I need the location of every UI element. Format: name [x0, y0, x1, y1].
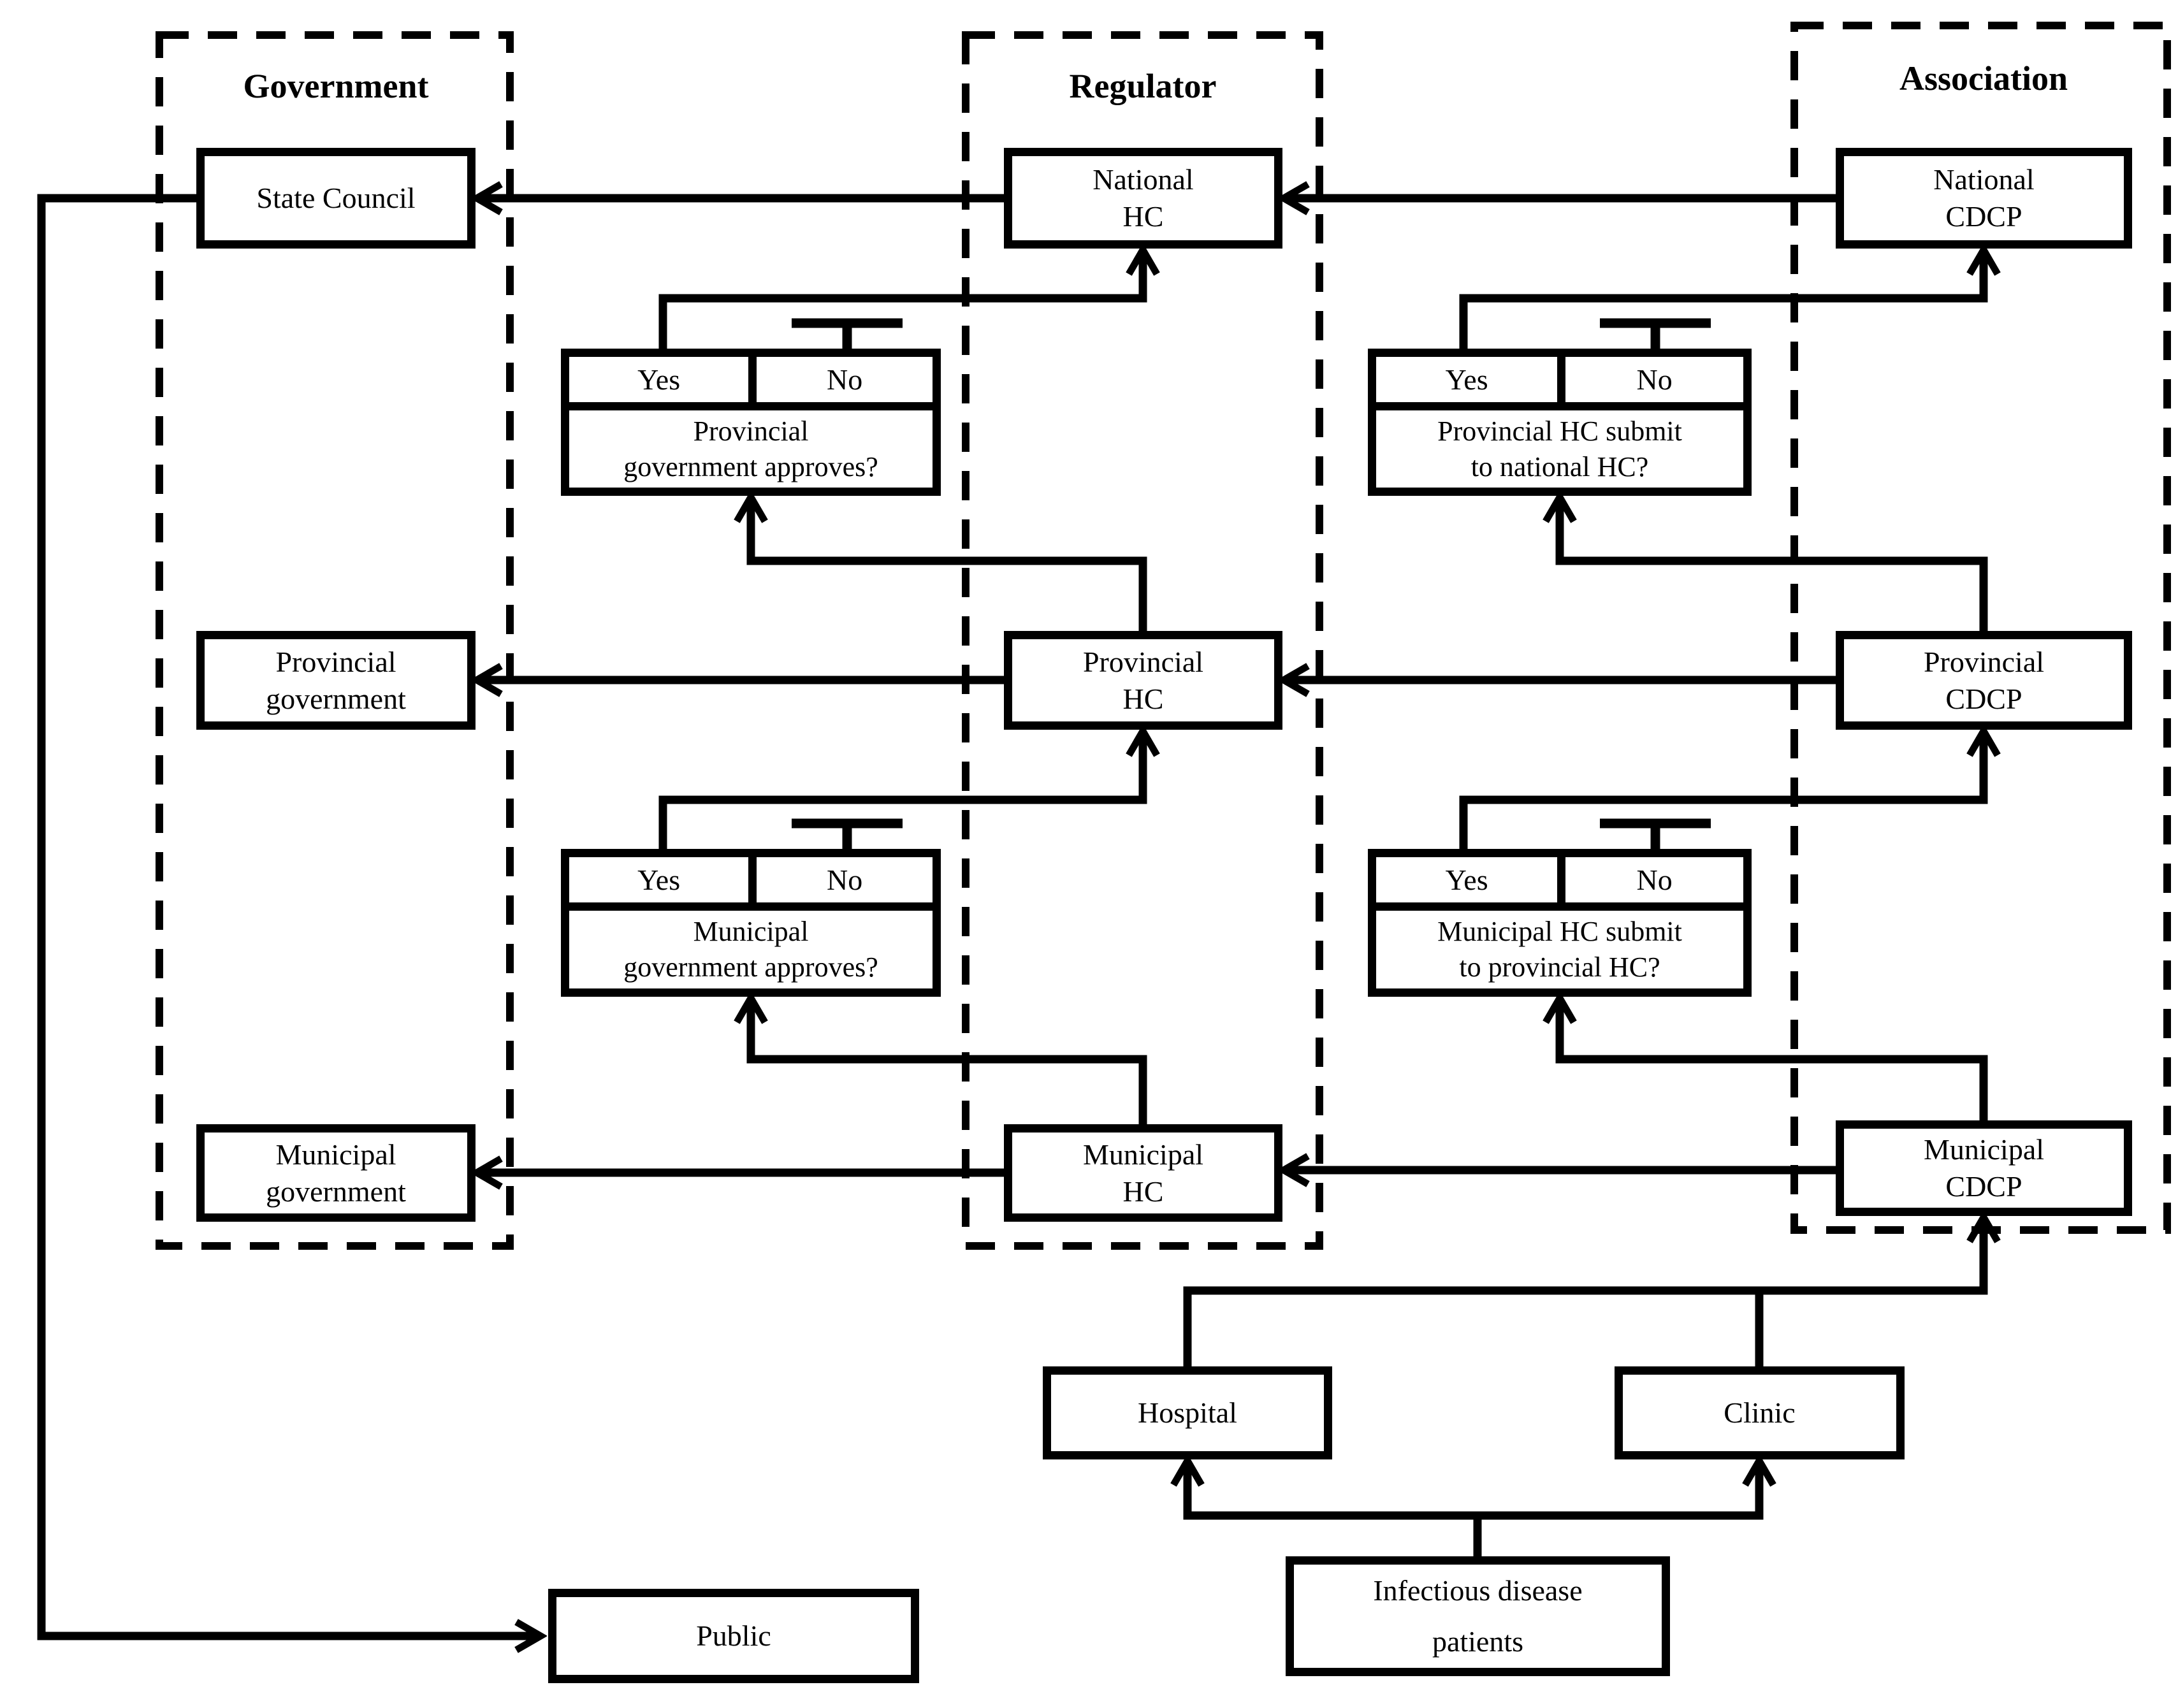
national-hc-label-line2: HC: [1122, 200, 1164, 233]
national-cdcp-label-line1: National: [1933, 163, 2035, 196]
municipal-hc-label-line1: Municipal: [1082, 1138, 1204, 1171]
public-box: Public: [548, 1589, 919, 1683]
decision-question-line1: Provincial: [693, 415, 809, 447]
municipal-cdcp-label-line2: CDCP: [1945, 1170, 2022, 1203]
no-cell: No: [1636, 363, 1673, 396]
provincial-cdcp-label-line1: Provincial: [1923, 645, 2045, 678]
decision-header: Yes No: [1376, 857, 1743, 911]
decision-question-line2: to national HC?: [1470, 451, 1649, 482]
arrow-provincial-hc-to-decision-provincial-approves: [751, 497, 1147, 631]
provincial-hc-label-line2: HC: [1122, 682, 1164, 715]
decision-question-line1: Municipal: [693, 916, 809, 947]
association-column-title: Association: [1899, 59, 2068, 98]
decision-header: Yes No: [569, 357, 933, 410]
decision-header: Yes No: [1376, 357, 1743, 410]
clinic-label: Clinic: [1724, 1396, 1796, 1429]
terminator-no-municipal-approves: [792, 818, 903, 849]
provincial-government-box: Provincial government: [196, 631, 476, 730]
national-hc-box: National HC: [1004, 148, 1282, 249]
arrow-yes-provincial-approves-to-national-hc: [658, 250, 1143, 349]
provincial-hc-label-line1: Provincial: [1082, 645, 1204, 678]
government-column-title: Government: [243, 67, 429, 105]
terminator-no-municipal-submit: [1600, 818, 1711, 849]
decision-question: Provincial government approves?: [569, 410, 933, 488]
provincial-hc-box: Provincial HC: [1004, 631, 1282, 730]
hospital-box: Hospital: [1043, 1366, 1332, 1459]
decision-question: Provincial HC submit to national HC?: [1376, 410, 1743, 488]
decision-question-line2: government approves?: [623, 952, 878, 983]
patients-label-line1: Infectious disease: [1373, 1574, 1583, 1607]
municipal-cdcp-label-line1: Municipal: [1923, 1133, 2045, 1166]
patients-label-line2: patients: [1432, 1625, 1524, 1658]
national-cdcp-box: National CDCP: [1836, 148, 2132, 249]
arrow-municipal-cdcp-to-decision-municipal-submit: [1560, 998, 1988, 1120]
yes-cell: Yes: [569, 857, 757, 902]
yes-cell: Yes: [1376, 357, 1566, 402]
regulator-column-outline: [962, 31, 1323, 1250]
provincial-cdcp-box: Provincial CDCP: [1836, 631, 2132, 730]
state-council-label: State Council: [256, 182, 416, 214]
municipal-government-box: Municipal government: [196, 1124, 476, 1222]
terminator-no-provincial-approves: [792, 318, 903, 349]
provincial-government-label-line2: government: [266, 682, 406, 715]
clinic-box: Clinic: [1615, 1366, 1905, 1459]
municipal-hc-label-line2: HC: [1122, 1175, 1164, 1208]
municipal-cdcp-box: Municipal CDCP: [1836, 1120, 2132, 1216]
decision-municipal-government-approves: Yes No Municipal government approves?: [561, 849, 941, 997]
arrow-hospital-clinic-to-municipal-cdcp: [1183, 1217, 1984, 1366]
decision-question-line1: Provincial HC submit: [1437, 415, 1682, 447]
decision-question-line2: to provincial HC?: [1459, 952, 1660, 983]
decision-question: Municipal government approves?: [569, 911, 933, 988]
state-council-box: State Council: [196, 148, 476, 249]
no-cell: No: [1636, 864, 1673, 896]
provincial-government-label-line1: Provincial: [275, 645, 396, 678]
national-cdcp-label-line2: CDCP: [1945, 200, 2022, 233]
arrow-municipal-hc-to-decision-municipal-approves: [751, 998, 1147, 1124]
arrow-yes-municipal-submit-to-provincial-cdcp: [1459, 731, 1984, 849]
decision-provincial-hc-submit: Yes No Provincial HC submit to national …: [1368, 349, 1752, 496]
decision-provincial-government-approves: Yes No Provincial government approves?: [561, 349, 941, 496]
arrow-yes-municipal-approves-to-provincial-hc: [658, 731, 1143, 849]
no-cell: No: [827, 864, 863, 896]
yes-cell: Yes: [569, 357, 757, 402]
hospital-label: Hospital: [1138, 1396, 1237, 1429]
national-hc-label-line1: National: [1093, 163, 1194, 196]
arrow-state-council-to-public: [37, 194, 541, 1636]
provincial-cdcp-label-line2: CDCP: [1945, 682, 2022, 715]
arrow-patients-to-hospital: [1187, 1461, 1482, 1556]
arrow-patients-to-clinic: [1477, 1461, 1759, 1520]
arrow-yes-provincial-submit-to-national-cdcp: [1459, 250, 1984, 349]
infectious-disease-patients-box: Infectious disease patients: [1286, 1556, 1670, 1676]
municipal-government-label-line1: Municipal: [275, 1138, 396, 1171]
arrow-provincial-cdcp-to-decision-provincial-submit: [1560, 497, 1988, 631]
decision-question-line1: Municipal HC submit: [1437, 916, 1682, 947]
decision-question: Municipal HC submit to provincial HC?: [1376, 911, 1743, 988]
municipal-government-label-line2: government: [266, 1175, 406, 1208]
no-cell: No: [827, 363, 863, 396]
terminator-no-provincial-submit: [1600, 318, 1711, 349]
yes-cell: Yes: [1376, 857, 1566, 902]
decision-municipal-hc-submit: Yes No Municipal HC submit to provincial…: [1368, 849, 1752, 997]
public-label: Public: [696, 1619, 771, 1652]
decision-header: Yes No: [569, 857, 933, 911]
municipal-hc-box: Municipal HC: [1004, 1124, 1282, 1222]
regulator-column-title: Regulator: [1069, 67, 1217, 105]
decision-question-line2: government approves?: [623, 451, 878, 482]
